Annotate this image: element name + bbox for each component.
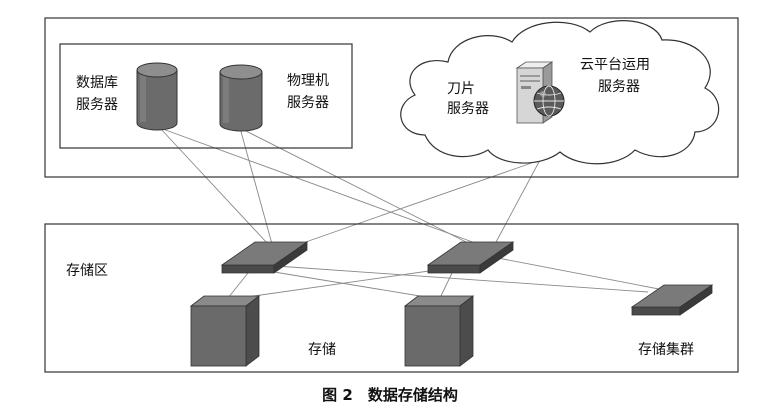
link-physical-to-switch-1 <box>239 127 273 245</box>
link-switch-1-to-storage-2 <box>261 269 433 299</box>
switch-to-storage-links <box>227 257 665 299</box>
link-db-to-switch-2 <box>159 127 479 245</box>
server-to-switch-links <box>159 127 541 245</box>
storage-zone-frame <box>44 223 739 373</box>
link-cloud-to-switch-1 <box>299 159 541 245</box>
link-cloud-to-switch-2 <box>494 159 541 245</box>
storage-cube-1-icon <box>189 295 261 367</box>
blade-server-label-line-1: 刀片 <box>447 81 475 97</box>
physical-server-label-line-2: 服务器 <box>287 95 329 111</box>
storage-cluster-icon <box>630 284 714 316</box>
database-server-label-line-1: 数据库 <box>76 75 118 91</box>
physical-server-cylinder-icon <box>219 64 263 132</box>
figure-caption: 图 2 数据存储结构 <box>322 386 458 404</box>
storage-zone-label: 存储区 <box>66 263 108 279</box>
cloud-app-server-label-line-2: 服务器 <box>598 79 640 95</box>
link-switch-2-to-storage-2 <box>439 272 453 299</box>
physical-server-label-line-1: 物理机 <box>287 73 329 89</box>
link-switch-2-to-storage-1 <box>239 269 437 299</box>
globe-icon <box>533 85 565 117</box>
storage-cube-2-icon <box>403 295 475 367</box>
storage-cluster-label: 存储集群 <box>638 341 694 358</box>
switch-2-icon <box>426 241 515 274</box>
physical-server-group-frame <box>59 43 353 149</box>
link-physical-to-switch-2 <box>239 127 471 245</box>
cloud-app-server-label-line-1: 云平台运用 <box>580 57 650 73</box>
link-switch-2-to-cluster <box>497 257 665 291</box>
storage-label: 存储 <box>308 342 336 358</box>
link-switch-1-to-storage-1 <box>227 272 249 299</box>
blade-server-label-line-2: 服务器 <box>447 101 489 117</box>
server-zone-frame <box>44 17 739 178</box>
link-switch-1-to-cluster <box>275 265 649 293</box>
database-server-label-line-2: 服务器 <box>76 97 118 113</box>
database-cylinder-icon <box>136 62 178 131</box>
switch-1-icon <box>220 241 309 274</box>
link-db-to-switch-1 <box>159 127 269 245</box>
